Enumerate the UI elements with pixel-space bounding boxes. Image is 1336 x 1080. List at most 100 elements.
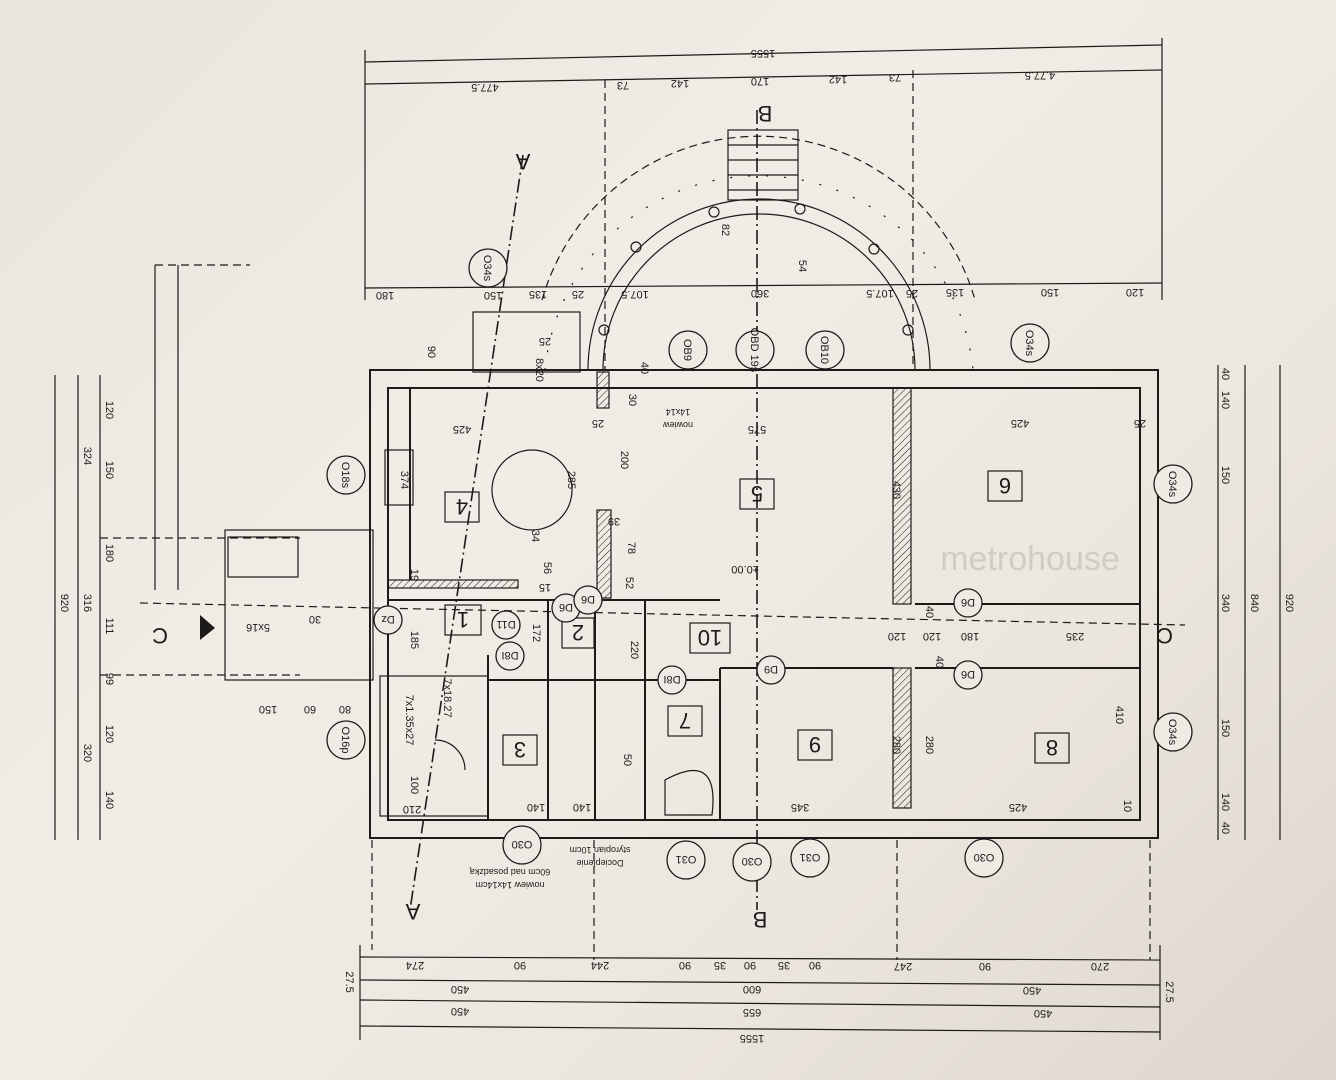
opening-code-marker: O30	[732, 842, 772, 882]
section-c-right: C	[1157, 623, 1173, 648]
opening-code-marker: D8I	[657, 665, 687, 695]
room-5: 5	[739, 478, 775, 510]
svg-text:150: 150	[1219, 719, 1231, 737]
svg-text:450: 450	[1023, 984, 1041, 996]
inner-dimension-label: 19	[408, 569, 420, 581]
opening-code-marker: O34s	[1153, 464, 1193, 504]
inner-dimension-label: 285	[565, 471, 577, 489]
svg-text:1555: 1555	[740, 1032, 764, 1044]
svg-text:90: 90	[679, 959, 691, 971]
note-vent-top: nowiew	[662, 420, 693, 430]
opening-code: D11	[496, 618, 515, 630]
code-circle	[790, 838, 830, 878]
opening-code-marker: O34s	[468, 248, 508, 288]
bottom-dimension-labels: 274 90 244 90 35 90 35 90 247 90 270 27.…	[343, 959, 1175, 1044]
svg-text:5: 5	[751, 481, 763, 506]
inner-dimension-label: 5x16	[246, 621, 270, 633]
code-circle	[491, 610, 521, 640]
inner-dimension-label: 575	[748, 423, 766, 435]
inner-dimension-label: 425	[1009, 801, 1027, 813]
room-6: 6	[987, 470, 1023, 502]
svg-text:142: 142	[671, 77, 689, 89]
svg-text:920: 920	[58, 594, 70, 612]
inner-dimension-label: 185	[408, 631, 420, 649]
inner-dimension-label: 39	[608, 515, 620, 527]
svg-text:73: 73	[617, 79, 629, 91]
opening-code: O34s	[1023, 330, 1035, 357]
svg-text:9: 9	[809, 732, 821, 757]
code-circle	[373, 605, 403, 635]
inner-dimension-label: 30	[309, 613, 321, 625]
svg-text:120: 120	[103, 725, 115, 743]
inner-dimension-label: 40	[933, 656, 945, 668]
inner-dimension-label: 10	[1121, 800, 1133, 812]
svg-text:120: 120	[1126, 286, 1144, 298]
section-c-left: C	[152, 623, 168, 648]
inner-dimension-label: 25	[539, 335, 551, 347]
inner-dimension-label: 25	[1134, 417, 1146, 429]
opening-code: D6	[961, 668, 975, 680]
section-a-top: A	[515, 149, 530, 174]
room-4: 4	[444, 491, 480, 523]
note-vent: nowiew 14x14cm	[475, 880, 544, 890]
inner-dimension-label: 25	[592, 417, 604, 429]
opening-code-marker: D9	[756, 655, 786, 685]
code-circle	[666, 840, 706, 880]
code-circle	[953, 588, 983, 618]
opening-code: O34s	[1166, 719, 1178, 746]
opening-code-marker: O31	[666, 840, 706, 880]
inner-dimension-label: 425	[453, 423, 471, 435]
svg-text:2: 2	[572, 620, 584, 645]
room-labels: 1 2 3 4 5 6 7 8 9 10	[444, 470, 1070, 766]
inner-dimension-label: 80	[339, 703, 351, 715]
inner-dimension-label: 172	[530, 624, 542, 642]
code-circle	[495, 641, 525, 671]
opening-code-marker: OBD 19s	[735, 328, 775, 373]
opening-code: OB9	[681, 339, 693, 361]
room-1: 1	[444, 604, 482, 636]
code-circle	[668, 330, 708, 370]
svg-text:600: 600	[743, 983, 761, 995]
opening-code: O34s	[1166, 471, 1178, 498]
room-7: 7	[667, 705, 703, 737]
opening-code: D8I	[663, 673, 680, 685]
section-b-bottom: B	[753, 907, 768, 932]
opening-code: D8I	[501, 649, 518, 661]
svg-text:324: 324	[81, 447, 93, 465]
svg-text:7: 7	[679, 708, 691, 733]
svg-text:120: 120	[103, 401, 115, 419]
svg-text:340: 340	[1219, 594, 1231, 612]
svg-text:27.5: 27.5	[1163, 981, 1175, 1002]
inner-dimension-label: 180	[961, 630, 979, 642]
inner-dimension-label: 374	[398, 471, 410, 489]
svg-text:25: 25	[906, 287, 918, 299]
opening-code-marker: OB10	[805, 330, 845, 370]
svg-text:107.5: 107.5	[621, 288, 649, 300]
inner-dimension-label: 40	[638, 362, 650, 374]
room-10: 10	[689, 622, 731, 654]
code-circle	[657, 665, 687, 695]
opening-code-marker: O30	[502, 825, 542, 865]
inner-dimension-label: 8x20	[533, 358, 545, 382]
level-mark: ±0.00	[731, 563, 758, 575]
svg-text:3: 3	[514, 737, 526, 762]
svg-text:150: 150	[1219, 466, 1231, 484]
svg-text:73: 73	[889, 71, 901, 83]
room-2: 2	[561, 617, 595, 649]
inner-dimension-label: 30	[626, 394, 638, 406]
opening-code-marker: D6	[551, 593, 581, 623]
opening-code-marker: O30	[964, 838, 1004, 878]
svg-text:140: 140	[103, 791, 115, 809]
dimension-lines-bottom	[359, 840, 1161, 1040]
note-height: 60cm nad posadzką	[470, 867, 551, 877]
opening-code-marker: D6	[573, 585, 603, 615]
svg-text:140: 140	[1219, 391, 1231, 409]
svg-text:25: 25	[572, 288, 584, 300]
room-8: 8	[1034, 732, 1070, 764]
note-vent-size: 14x14	[666, 407, 691, 417]
opening-code: Dz	[381, 613, 394, 625]
inner-dimension-label: 90	[425, 346, 437, 358]
opening-code-marker: D11	[491, 610, 521, 640]
svg-text:54: 54	[796, 260, 808, 272]
opening-code: D9	[764, 663, 778, 675]
